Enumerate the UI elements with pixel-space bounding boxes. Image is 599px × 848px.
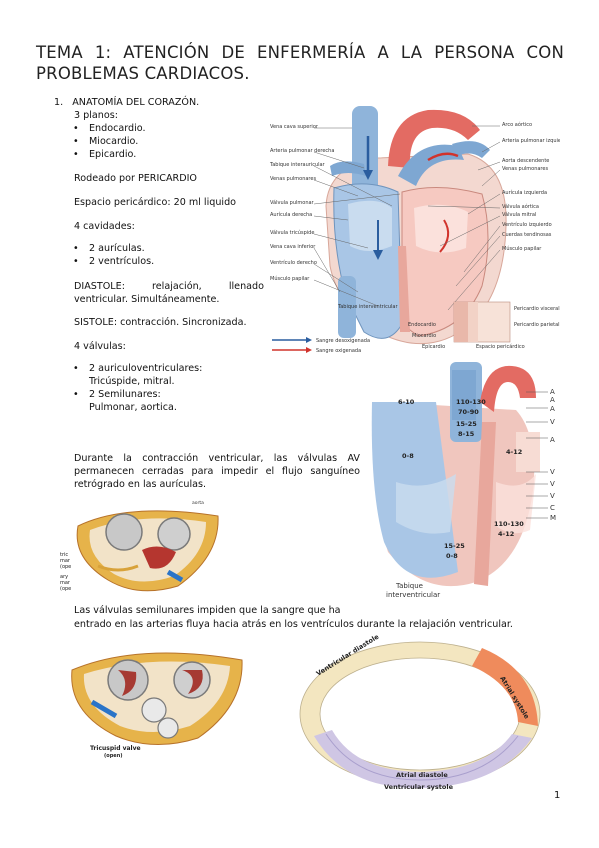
pressure-label: 4-12 [506,448,522,456]
heart-label: Pericardio parietal [514,322,560,328]
pressure-label: 4-12 [498,530,514,538]
semilunar-paragraph-line2: entrado en las arterias fluya hacia atrá… [74,619,513,630]
edge-label: A [550,388,555,396]
av-paragraph: Durante la contracción ventricular, las … [74,453,360,490]
cavidades-label: 4 cavidades: [74,221,135,232]
tricuspid-sub-label: (open) [104,753,123,759]
valve-group-detail: Tricúspide, mitral. [89,376,175,387]
heart-label: Tabique interventricular [337,304,398,310]
pressure-label: 0-8 [402,452,414,460]
planos-block: 3 planos: Endocardio. Miocardio. Epicard… [72,109,264,161]
heart-label: Válvula mitral [502,211,536,218]
heart-label: Espacio pericárdico [476,343,525,350]
valve-top-label: aorta [192,500,204,506]
pressure-label: 6-10 [398,398,415,406]
list-item: 2 auriculoventriculares: Tricúspide, mit… [72,362,272,388]
heart-pressure-figure: 6-10 110-130 70-90 15-25 8-15 0-8 4-12 1… [366,362,560,600]
valve-side-label: mar [60,580,71,586]
diastole-text: DIASTOLE: relajación, llenado ventricula… [74,281,264,305]
section-title: ANATOMÍA DEL CORAZÓN. [72,97,200,108]
edge-label: C [550,504,555,512]
valve-side-label: ary [60,574,68,580]
valve-side-label: tric [60,552,68,558]
edge-label: V [550,492,555,500]
edge-label: V [550,418,555,426]
pressure-label: 15-25 [456,420,477,428]
heart-label: Pericardio visceral [514,306,560,312]
heart-label: Venas pulmonares [502,166,548,172]
edge-label: A [550,396,555,404]
cycle-label-ventricular-systole: Ventricular systole [384,783,454,791]
valvulas-label: 4 válvulas: [74,341,126,352]
pressure-label: 8-15 [458,430,475,438]
pressure-label: 0-8 [446,552,458,560]
heart-label: Vena cava superior [270,124,319,130]
valve-side-label: (ope [60,586,71,592]
heart-label: Aorta descendente [502,158,549,164]
page-title: TEMA 1: ATENCIÓN DE ENFERMERÍA A LA PERS… [36,43,564,83]
section-heading: 1. ANATOMÍA DEL CORAZÓN. [54,96,199,109]
valve-group-name: 2 auriculoventriculares: [89,363,203,374]
heart-label: Válvula aórtica [502,203,539,210]
section-number: 1. [54,97,64,108]
heart-label: Ventrículo derecho [270,259,317,266]
septum-label: interventricular [386,591,440,599]
heart-anatomy-figure: Vena cava superior Arteria pulmonar dere… [268,96,560,358]
heart-label: Venas pulmonares [270,176,316,182]
valve-side-label: mar [60,558,71,564]
tricuspid-valve-figure: Tricuspid valve (open) [71,652,243,759]
list-item: Endocardio. [72,122,264,135]
heart-label: Arco aórtico [502,121,532,128]
valvulas-list: 2 auriculoventriculares: Tricúspide, mit… [72,362,272,414]
heart-label: Arteria pulmonar izquierda [502,138,560,144]
list-item: 2 Semilunares: Pulmonar, aortica. [72,388,272,414]
cavidades-list: 2 aurículas. 2 ventrículos. [72,242,262,268]
heart-label: Aurícula izquierda [502,189,547,196]
pressure-label: 110-130 [456,398,486,406]
list-item: Miocardio. [72,135,264,148]
sistole-text: SISTOLE: contracción. Sincronizada. [74,317,247,328]
pressure-label: 15-25 [444,542,465,550]
heart-label: Arteria pulmonar derecha [270,148,334,154]
pressure-label: 70-90 [458,408,479,416]
heart-label: Epicardio [422,344,445,350]
edge-label: V [550,480,555,488]
heart-label: Músculo papilar [502,245,542,252]
semilunar-paragraph-line1: Las válvulas semilunares impiden que la … [74,605,341,616]
valve-section-figure: aorta tric mar (ope ary mar (ope [60,500,219,592]
heart-label: Músculo papilar [270,275,310,282]
heart-label: Válvula tricúspide [270,229,314,236]
heart-label: Endocardio [408,322,436,328]
edge-label: V [550,468,555,476]
heart-label: Tabique interauricular [269,162,326,168]
valve-group-name: 2 Semilunares: [89,389,161,400]
heart-label: Ventrículo izquierdo [502,221,552,228]
cardiac-cycle-figure: Ventricular diastole Atrial systole Atri… [299,632,541,791]
legend-oxygenated: Sangre oxigenada [316,348,361,354]
edge-label: A [550,436,555,444]
heart-label: Válvula pulmonar [270,199,315,206]
espacio-text: Espacio pericárdico: 20 ml liquido [74,197,237,208]
page-number: 1 [554,790,561,801]
pericardio-text: Rodeado por PERICARDIO [74,173,197,184]
list-item: 2 ventrículos. [72,255,262,268]
tricuspid-label: Tricuspid valve [90,745,141,752]
list-item: Epicardio. [72,148,264,161]
edge-label: M [550,514,556,522]
pressure-label: 110-130 [494,520,524,528]
cycle-label-atrial-diastole: Atrial diastole [396,771,448,779]
septum-label: Tabique [395,582,423,590]
edge-label: A [550,405,555,413]
legend-deoxygenated: Sangre desoxigenada [316,338,370,344]
valve-group-detail: Pulmonar, aortica. [89,402,177,413]
valve-side-label: (ope [60,564,71,570]
heart-label: Aurícula derecha [270,211,312,218]
heart-label: Vena cava inferior [270,244,316,250]
heart-label: Miocardio [412,333,436,339]
list-item: 2 aurículas. [72,242,262,255]
planos-label: 3 planos: [74,110,118,121]
heart-label: Cuerdas tendinosas [502,232,552,238]
